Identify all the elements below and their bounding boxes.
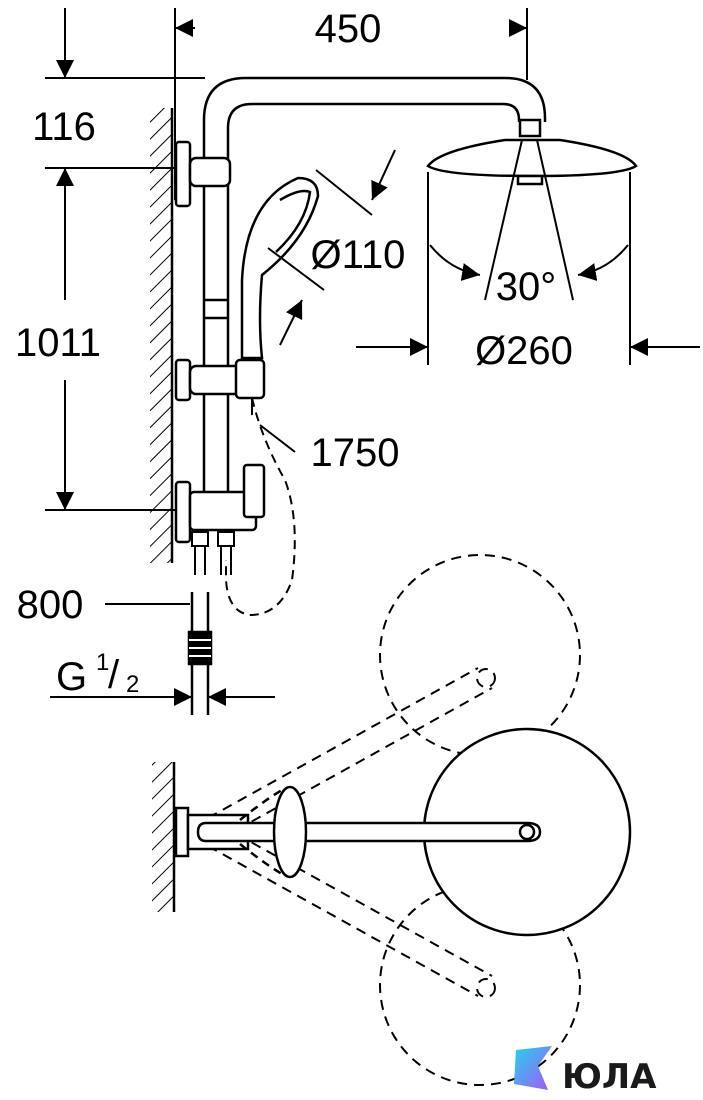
dim-1750-leader [259, 424, 296, 453]
hand-shower [240, 176, 320, 360]
dim-116-label: 116 [32, 105, 96, 149]
head-shower [426, 118, 638, 186]
slider-holder [174, 358, 266, 402]
dim-110-label: Ø110 [311, 233, 406, 277]
dim-1750-label: 1750 [311, 431, 400, 475]
thread-fraction-slash: / [108, 653, 120, 697]
wall-front [150, 108, 174, 563]
dim-260 [356, 172, 700, 365]
wall-plan [152, 762, 176, 912]
diverter-body [174, 463, 266, 544]
logo-icon [514, 1046, 552, 1090]
dim-30-label: 30° [496, 265, 557, 309]
dim-1011 [45, 168, 185, 511]
dim-110 [267, 149, 396, 346]
hose-front [225, 397, 296, 617]
wall-bracket-top [174, 140, 232, 208]
dim-800-label: 800 [17, 583, 84, 627]
inlet-pipe [187, 592, 213, 715]
thread-fraction-num: 1 [96, 649, 109, 676]
spray-angle [429, 139, 629, 301]
thread-label: G [56, 655, 87, 699]
inlet-connectors [191, 531, 235, 575]
handshower-plan [239, 785, 308, 879]
dim-450-label: 450 [315, 7, 382, 51]
watermark-text: ЮЛА [562, 1057, 657, 1097]
dim-1011-label: 1011 [15, 321, 101, 365]
dim-260-label: Ø260 [475, 329, 573, 373]
thread-fraction-den: 2 [126, 671, 139, 698]
